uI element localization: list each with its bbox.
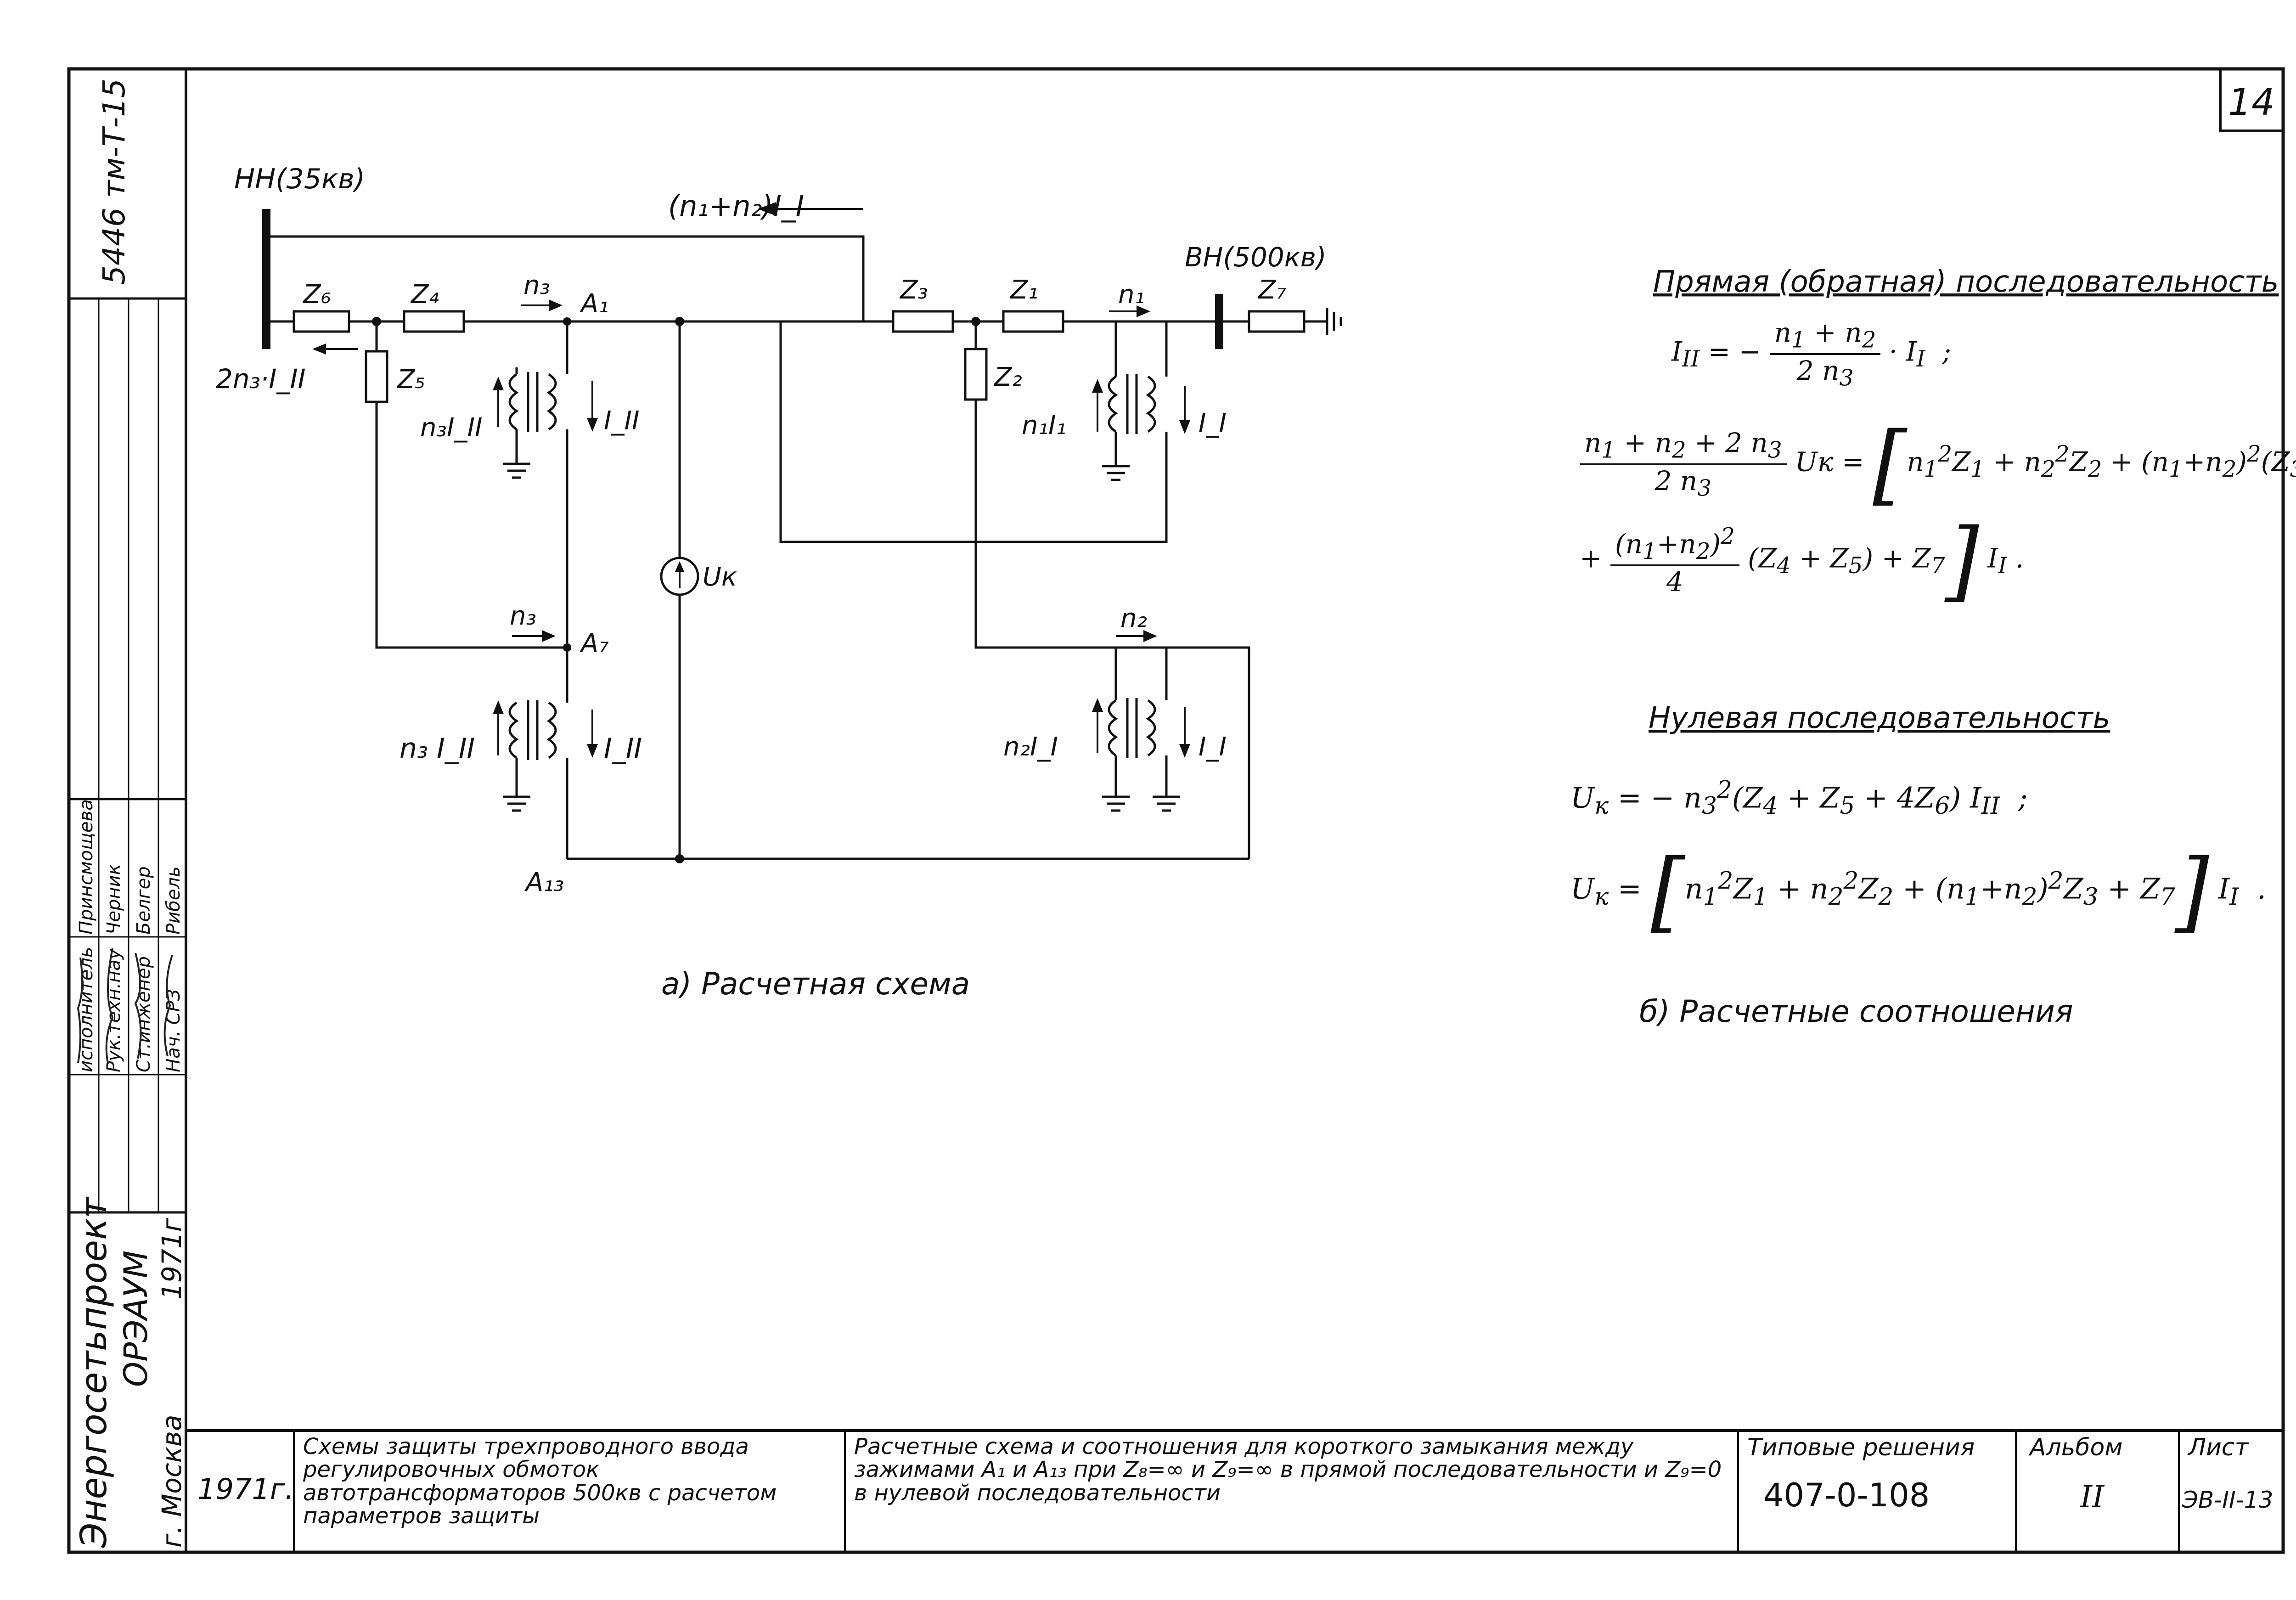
tb-album-value: II: [2080, 1479, 2105, 1515]
schematic-caption: а) Расчетная схема: [661, 966, 970, 1002]
stamp-org-line2: ОРЭАУМ: [117, 1250, 155, 1387]
z3-resistor: [892, 310, 954, 333]
top-wire: [266, 235, 893, 323]
sheet-frame: [67, 67, 2285, 1554]
z4-resistor: [403, 310, 465, 333]
page-number: 14: [2228, 81, 2275, 124]
stamp-name-2: Черник: [103, 864, 124, 935]
n1-label: n₁: [1118, 280, 1145, 310]
zero-sequence-heading: Нулевая последовательность: [1649, 701, 2110, 735]
tb-sheet-title: Расчетные схема и соотношения для коротк…: [854, 1434, 1722, 1506]
t1-right-label: I_II: [604, 406, 640, 436]
t4-right-label: I_I: [1199, 732, 1227, 762]
z1-label: Z₁: [1009, 275, 1038, 305]
archive-number: 5446 тм-Т-15: [96, 78, 132, 285]
tb-sheet-value: ЭВ-II-13: [2182, 1487, 2273, 1513]
z5-resistor: [365, 350, 388, 403]
z1-resistor: [1002, 310, 1064, 333]
n3-mid-label: n₃: [510, 601, 536, 631]
relations-caption: б) Расчетные соотношения: [1639, 994, 2073, 1029]
stamp-city: г. Москва: [156, 1414, 187, 1548]
z6-label: Z₆: [302, 280, 331, 310]
positive-sequence-heading: Прямая (обратная) последовательность: [1653, 265, 2279, 299]
schematic-diagram: НН(35кв) (n₁+n₂)I_I Z₆ Z₄ A₁ n₃ 2n₃·I_II…: [216, 163, 1342, 1002]
stamp-name-1: Принсмощева: [76, 799, 97, 935]
stamp-name-4: Рибель: [163, 866, 184, 935]
z7-resistor: [1248, 310, 1306, 333]
tb-year: 1971г.: [197, 1472, 294, 1506]
tb-typical-label: Типовые решения: [1747, 1434, 1975, 1461]
t1-left-label: n₃I_II: [420, 413, 483, 443]
n3-top-label: n₃: [523, 270, 550, 300]
signatures: [77, 948, 173, 1064]
tb-sheet-label: Лист: [2188, 1434, 2249, 1461]
z2-label: Z₂: [993, 362, 1022, 392]
stamp-year: 1971г: [156, 1217, 187, 1300]
t4-left-label: n₂I_I: [1003, 732, 1058, 762]
transformer-upper-left: n₃I_II I_II: [420, 367, 640, 479]
formula-uk-zero-2: Uк = [n12Z1 + n22Z2 + (n1+n2)2Z3 + Z7] I…: [1570, 840, 2266, 942]
hv-bus-label: ВН(500кв): [1185, 242, 1327, 273]
z6-resistor: [293, 310, 350, 333]
top-current-label: (n₁+n₂)I_I: [668, 189, 804, 223]
lv-bus-label: НН(35кв): [234, 163, 365, 195]
t3-right-label: I_II: [604, 732, 642, 765]
t2-left-label: n₁I₁: [1022, 411, 1066, 440]
a7-label: A₇: [580, 629, 609, 659]
tb-album-label: Альбом: [2030, 1434, 2123, 1461]
z2-resistor: [964, 348, 988, 401]
transformer-lower-left: n₃ I_II I_II: [400, 700, 642, 812]
tb-project-title: Схемы защиты трехпроводного ввода регули…: [303, 1434, 777, 1529]
z5-label: Z₅: [396, 365, 425, 394]
uk-label: Uк: [703, 562, 737, 592]
a13-label: A₁₃: [524, 868, 564, 897]
tb-typical-number: 407-0-108: [1763, 1476, 1930, 1514]
z3-label: Z₃: [899, 275, 928, 305]
t3-left-label: n₃ I_II: [400, 732, 475, 765]
n2-label: n₂: [1120, 603, 1147, 633]
a1-label: A₁: [580, 289, 609, 319]
stamp-name-3: Белгер: [133, 866, 154, 935]
formula-uk-zero-1: Uк = − n32(Z4 + Z5 + 4Z6) III ;: [1570, 776, 2028, 820]
transformer-lower-right: n₂ n₂I_I I_I: [1003, 603, 1250, 859]
left-current-label: 2n₃·I_II: [216, 363, 306, 394]
transformer-upper-right: n₁I₁ I_I: [1022, 374, 1227, 481]
z4-label: Z₄: [410, 280, 439, 310]
stamp-org-line1: Энергосетьпроект: [73, 1197, 115, 1548]
t2-right-label: I_I: [1199, 408, 1227, 438]
z7-label: Z₇: [1257, 275, 1286, 305]
